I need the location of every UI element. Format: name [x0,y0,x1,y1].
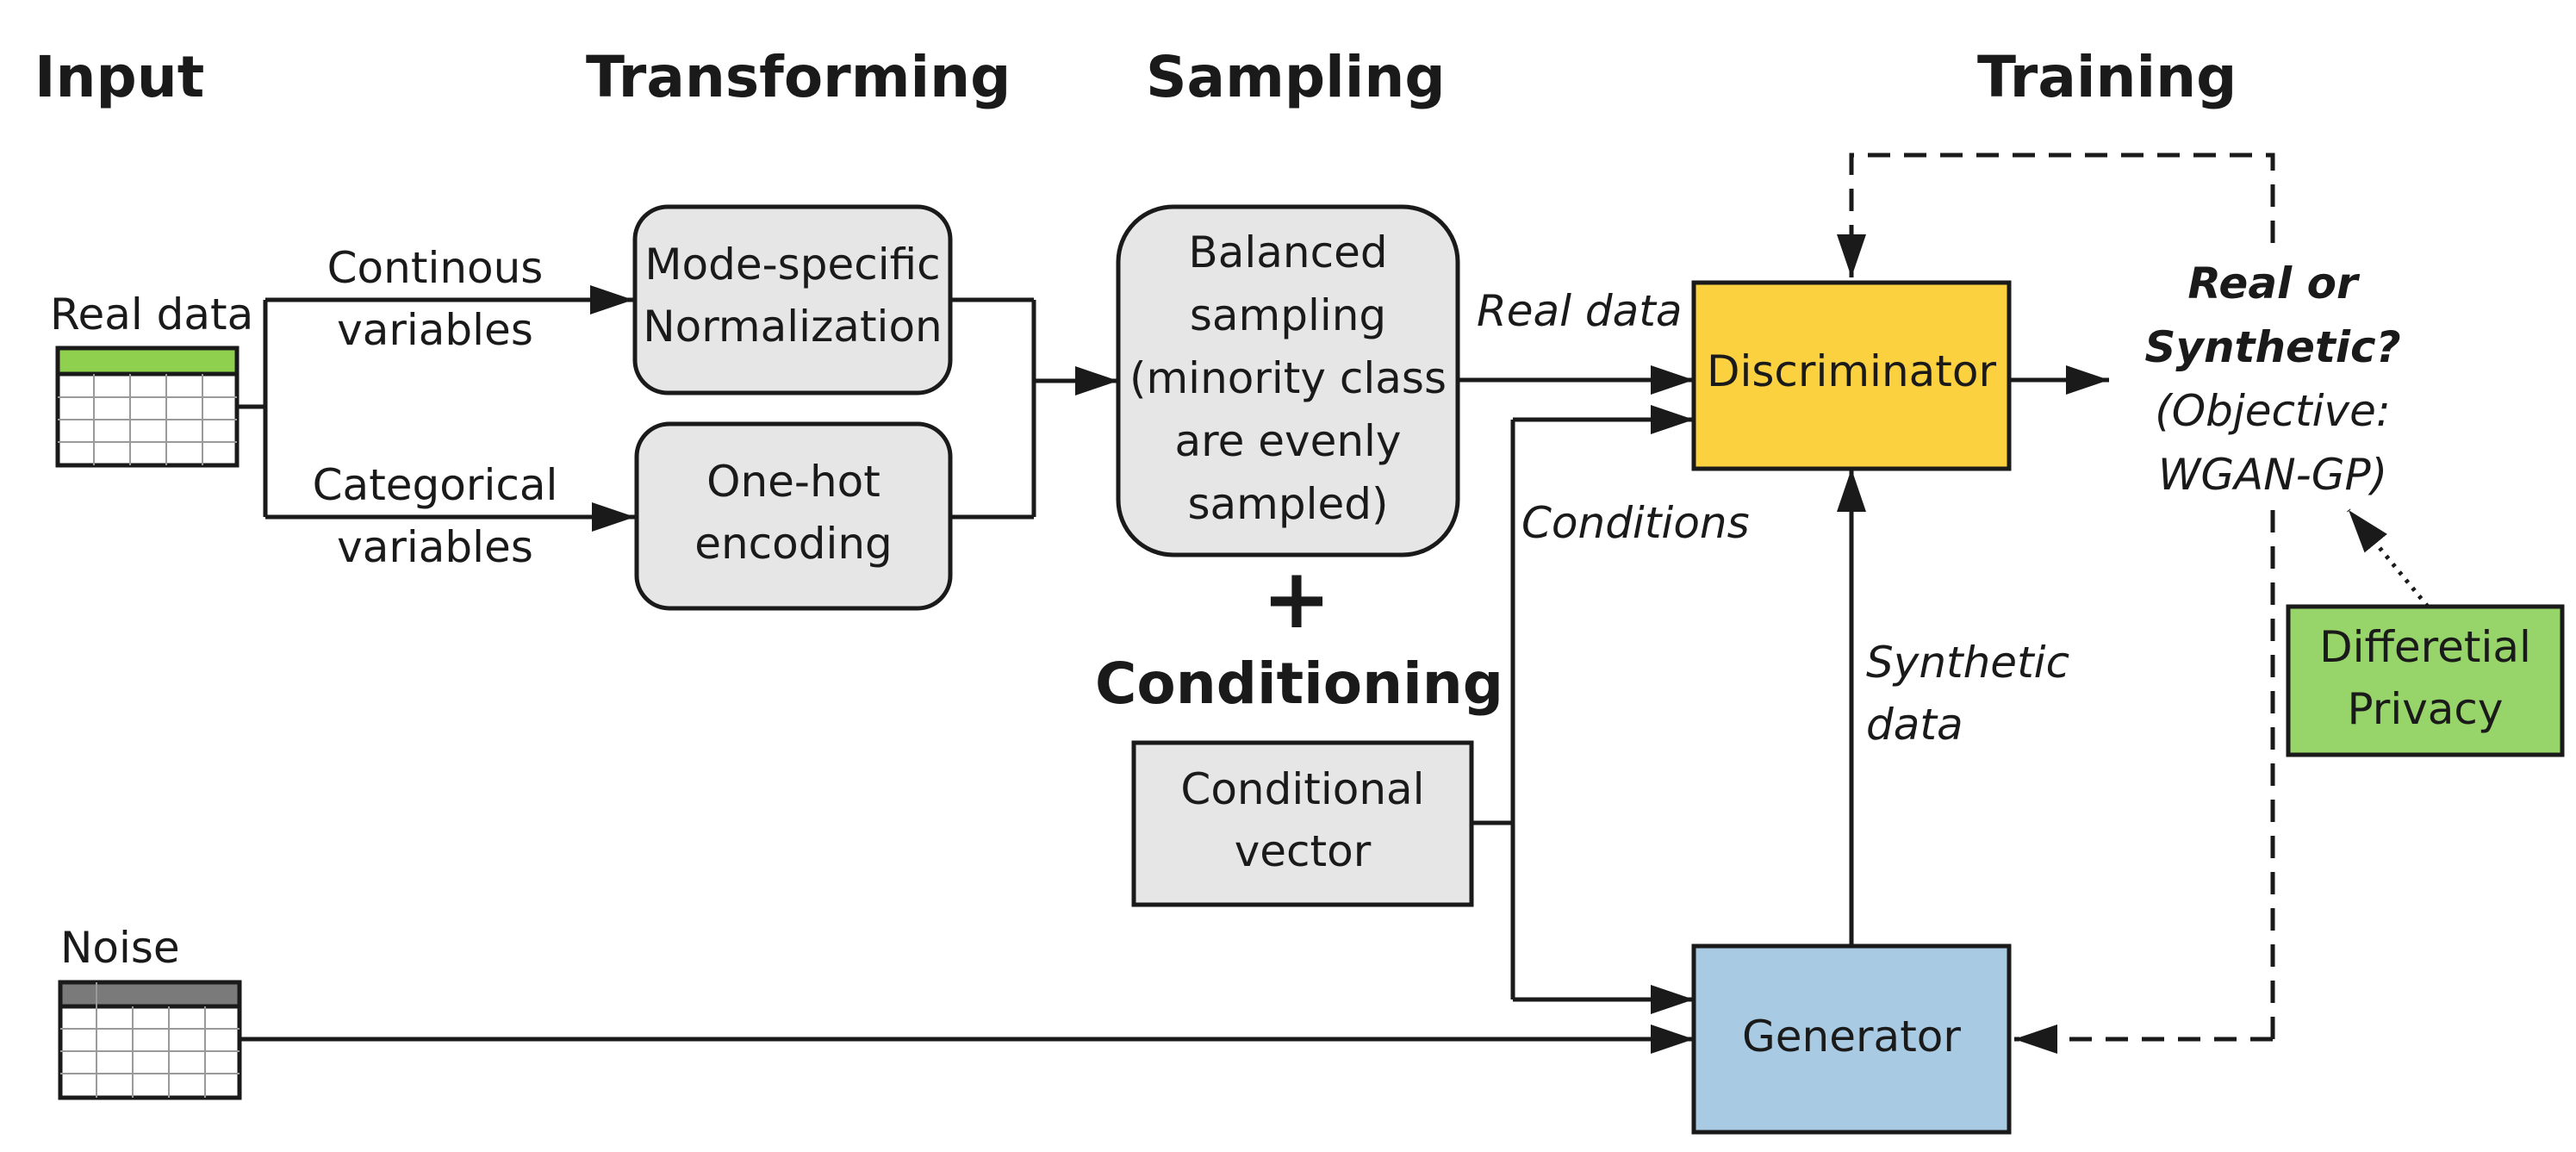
categorical-label-line2: variables [337,522,533,572]
privacy-dotted-arrow [2347,508,2430,608]
output-line1: Real or [2187,258,2361,308]
output-text-backdrop [2152,255,2393,507]
conditions-edge-label: Conditions [1521,498,1750,548]
conditional-vector-box: Conditional vector [1131,740,1474,907]
mode-specific-normalization-box: Mode-specific Normalization [632,204,953,395]
balanced-line3: (minority class [1129,353,1447,403]
transform-merge-connector [950,297,1118,520]
categorical-label-line1: Categorical [313,460,558,510]
mode-norm-line2: Normalization [643,302,942,352]
onehot-line2: encoding [694,519,893,569]
generator-box: Generator [1691,943,2012,1135]
heading-sampling: Sampling [1146,44,1446,110]
real-data-label: Real data [50,290,253,339]
conditions-connector [1472,405,1694,1014]
output-line3: (Objective: [2155,386,2390,436]
noise-label: Noise [60,923,180,973]
generator-label: Generator [1742,1012,1961,1062]
input-split-connector [237,285,635,532]
noise-table-icon [58,980,242,1100]
balanced-line2: sampling [1190,290,1386,340]
plus-sign: + [1262,551,1331,647]
heading-conditioning: Conditioning [1095,651,1503,717]
balanced-line4: are evenly [1174,416,1401,466]
synthetic-edge-label-line1: Synthetic [1866,638,2069,688]
continuous-label-line1: Continous [327,243,544,293]
differential-privacy-box: Differetial Privacy [2286,604,2565,757]
real-data-edge-label: Real data [1477,286,1683,336]
heading-input: Input [34,44,204,110]
heading-training: Training [1977,44,2237,110]
real-data-table-icon [55,346,240,468]
dp-line1: Differetial [2319,622,2531,672]
output-line2: Synthetic? [2144,322,2400,372]
onehot-line1: One-hot [706,457,880,507]
cond-vec-line2: vector [1235,826,1372,876]
discriminator-box: Discriminator [1691,280,2012,471]
cond-vec-line1: Conditional [1180,764,1424,814]
mode-norm-line1: Mode-specific [644,240,940,290]
discriminator-label: Discriminator [1707,346,1997,396]
balanced-line5: sampled) [1187,479,1388,529]
dp-line2: Privacy [2347,684,2503,734]
one-hot-encoding-box: One-hot encoding [634,421,953,611]
continuous-label-line2: variables [337,305,533,355]
synthetic-edge-label-line2: data [1866,700,1963,750]
balanced-line1: Balanced [1188,227,1387,277]
output-line4: WGAN-GP) [2158,450,2387,500]
balanced-sampling-box: Balanced sampling (minority class are ev… [1116,204,1460,557]
heading-transforming: Transforming [586,44,1011,110]
training-feedback-loop [1837,153,2275,1054]
